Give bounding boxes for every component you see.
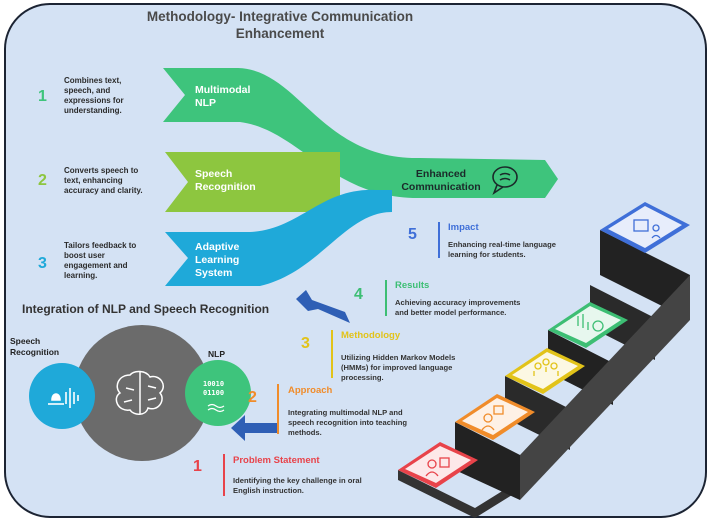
chart-icon bbox=[577, 314, 604, 332]
step-5-number: 5 bbox=[408, 226, 417, 243]
page-title: Methodology- Integrative Communication E… bbox=[146, 9, 414, 41]
teacher-icon bbox=[481, 405, 504, 431]
step-5-description: Enhancing real-time language learning fo… bbox=[448, 240, 557, 259]
brain-icon bbox=[115, 370, 164, 415]
group-icon bbox=[533, 358, 559, 376]
multimodal-nlp-ribbon bbox=[163, 68, 545, 198]
stream-2-number: 2 bbox=[38, 172, 47, 189]
integration-circle bbox=[74, 325, 210, 461]
speech-bubble-icon bbox=[492, 166, 518, 196]
step-3-description: Utilizing Hidden Markov Models (HMMs) fo… bbox=[341, 353, 456, 382]
step-5-platform bbox=[600, 202, 690, 253]
speech-recognition-label: Speech Recognition bbox=[195, 168, 256, 193]
approach-arrow bbox=[231, 415, 278, 441]
step-2-description: Integrating multimodal NLP and speech re… bbox=[288, 408, 407, 437]
step-3-number: 3 bbox=[301, 335, 310, 352]
step-1-title: Problem Statement bbox=[233, 455, 320, 466]
step-2-title: Approach bbox=[288, 385, 333, 396]
student-icon bbox=[425, 457, 450, 477]
speech-recognition-ribbon bbox=[165, 152, 340, 212]
step-3-title: Methodology bbox=[341, 330, 401, 341]
step-1-bar bbox=[223, 454, 225, 496]
output-arrow-tip bbox=[545, 160, 558, 198]
step-3-platform bbox=[505, 348, 585, 394]
stream-3-number: 3 bbox=[38, 255, 47, 272]
step-3-bar bbox=[331, 330, 333, 378]
step-2-bar bbox=[277, 384, 279, 434]
step-1-platform bbox=[398, 442, 478, 488]
stream-1-number: 1 bbox=[38, 88, 47, 105]
step-5-bar bbox=[438, 222, 440, 258]
audio-wave-icon bbox=[48, 388, 79, 408]
integration-title: Integration of NLP and Speech Recognitio… bbox=[22, 302, 270, 316]
step-4-platform bbox=[548, 302, 628, 348]
speech-recognition-caption: Speech Recognition bbox=[10, 336, 60, 357]
adaptive-learning-label: Adaptive Learning System bbox=[195, 241, 240, 279]
nlp-caption: NLP bbox=[208, 349, 225, 359]
step-2-number: 2 bbox=[248, 389, 257, 406]
step-4-title: Results bbox=[395, 280, 430, 291]
multimodal-nlp-label: Multimodal NLP bbox=[195, 84, 251, 109]
step-1-number: 1 bbox=[193, 458, 202, 475]
results-arrow bbox=[296, 290, 350, 323]
step-2-platform bbox=[455, 394, 535, 440]
adaptive-learning-ribbon bbox=[165, 189, 392, 286]
stream-3-description: Tailors feedback to boost user engagemen… bbox=[64, 241, 137, 280]
step-1-description: Identifying the key challenge in oral En… bbox=[233, 476, 362, 495]
enhanced-communication-label: Enhanced Communication bbox=[401, 168, 481, 193]
step-4-bar bbox=[385, 280, 387, 316]
step-4-number: 4 bbox=[354, 286, 363, 303]
nlp-wave-icon bbox=[207, 403, 225, 413]
step-5-title: Impact bbox=[448, 222, 479, 233]
binary-text: 10010 01100 bbox=[203, 380, 225, 397]
speech-recognition-circle bbox=[29, 363, 95, 429]
step-4-description: Achieving accuracy improvements and bett… bbox=[395, 298, 521, 317]
stream-2-description: Converts speech to text, enhancing accur… bbox=[64, 166, 143, 195]
learning-icon bbox=[633, 219, 661, 239]
nlp-circle bbox=[185, 360, 251, 426]
stream-1-description: Combines text, speech, and expressions f… bbox=[64, 76, 124, 115]
